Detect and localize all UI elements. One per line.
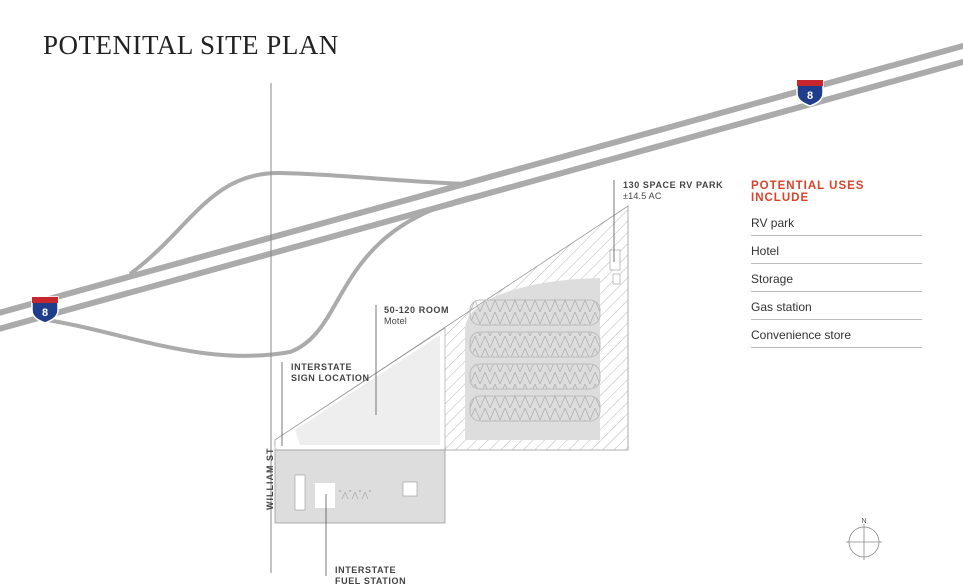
- use-item: Hotel: [751, 240, 922, 264]
- fuel-line-1: INTERSTATE: [335, 565, 397, 575]
- motel-title: 50-120 ROOM: [384, 305, 450, 315]
- sign-line-2: SIGN LOCATION: [291, 373, 370, 383]
- interstate-8-shield-icon: 8: [31, 296, 59, 324]
- interstate-8-shield-icon: 8: [796, 79, 824, 107]
- parcel: [274, 205, 629, 524]
- fuel-line-2: FUEL STATION: [335, 576, 407, 586]
- use-item: RV park: [751, 212, 922, 236]
- motel-label: 50-120 ROOM Motel: [384, 305, 449, 327]
- rv-park-acreage: ±14.5 AC: [623, 191, 662, 201]
- use-item: Convenience store: [751, 324, 922, 348]
- sign-line-1: INTERSTATE: [291, 362, 353, 372]
- use-item: Gas station: [751, 296, 922, 320]
- use-item: Storage: [751, 268, 922, 292]
- fuel-station-label: INTERSTATE FUEL STATION: [335, 565, 406, 587]
- motel-sub: Motel: [384, 316, 408, 326]
- page-title: POTENITAL SITE PLAN: [43, 30, 339, 60]
- shield-number: 8: [42, 307, 48, 319]
- rv-park-label: 130 SPACE RV PARK ±14.5 AC: [623, 180, 723, 202]
- highway-ramps: [39, 170, 476, 358]
- uses-heading: POTENTIAL USES INCLUDE: [751, 180, 865, 204]
- street-label: WILLIAM ST: [265, 448, 275, 511]
- north-label: N: [861, 518, 866, 525]
- potential-uses-panel: POTENTIAL USES INCLUDE RV park Hotel Sto…: [751, 180, 922, 352]
- sign-location-label: INTERSTATE SIGN LOCATION: [291, 362, 370, 384]
- leader-lines: [281, 180, 615, 576]
- north-arrow-icon: N: [846, 518, 882, 560]
- rv-park-title: 130 SPACE RV PARK: [623, 180, 724, 190]
- shield-number: 8: [807, 90, 813, 102]
